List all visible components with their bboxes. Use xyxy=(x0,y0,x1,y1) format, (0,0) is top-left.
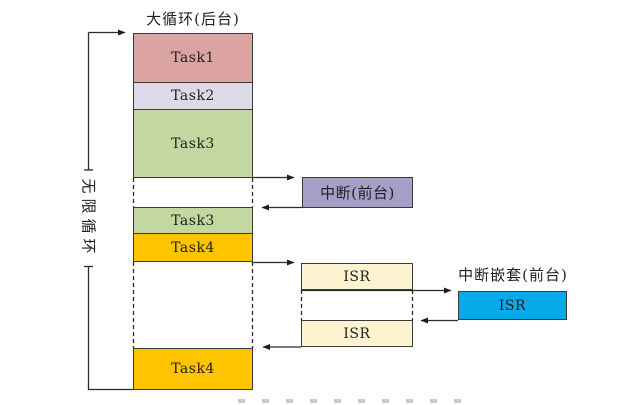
nested-isr-label: ISR xyxy=(498,297,527,314)
task3-box: Task3 xyxy=(133,109,253,178)
infinite-loop-label: 无限循环 xyxy=(79,173,98,264)
nested-isr-box: ISR xyxy=(458,291,567,320)
isr1-box: ISR xyxy=(301,263,413,290)
isr2-label: ISR xyxy=(343,325,371,342)
interrupt-box: 中断(前台) xyxy=(302,177,413,208)
interrupt-label: 中断(前台) xyxy=(320,184,395,202)
task4-label: Task4 xyxy=(171,239,215,256)
task3-resume-box: Task3 xyxy=(133,207,253,234)
isr2-box: ISR xyxy=(301,320,413,347)
stack-gap1-dashes xyxy=(132,178,254,207)
task3-label: Task3 xyxy=(171,135,215,152)
task3-resume-label: Task3 xyxy=(171,212,215,229)
background-loop-title: 大循环(后台) xyxy=(146,10,240,28)
caption-remnant xyxy=(238,399,466,403)
task2-box: Task2 xyxy=(133,82,253,110)
task1-box: Task1 xyxy=(133,33,253,83)
isr-gap-dashes xyxy=(300,290,414,320)
nested-interrupt-title: 中断嵌套(前台) xyxy=(458,266,568,284)
stack-gap2-dashes xyxy=(132,262,254,348)
task4-box: Task4 xyxy=(133,233,253,262)
task4-resume-box: Task4 xyxy=(133,348,253,390)
task1-label: Task1 xyxy=(171,50,215,66)
isr1-label: ISR xyxy=(343,268,371,285)
task2-label: Task2 xyxy=(171,88,215,104)
task4-resume-label: Task4 xyxy=(171,361,215,377)
